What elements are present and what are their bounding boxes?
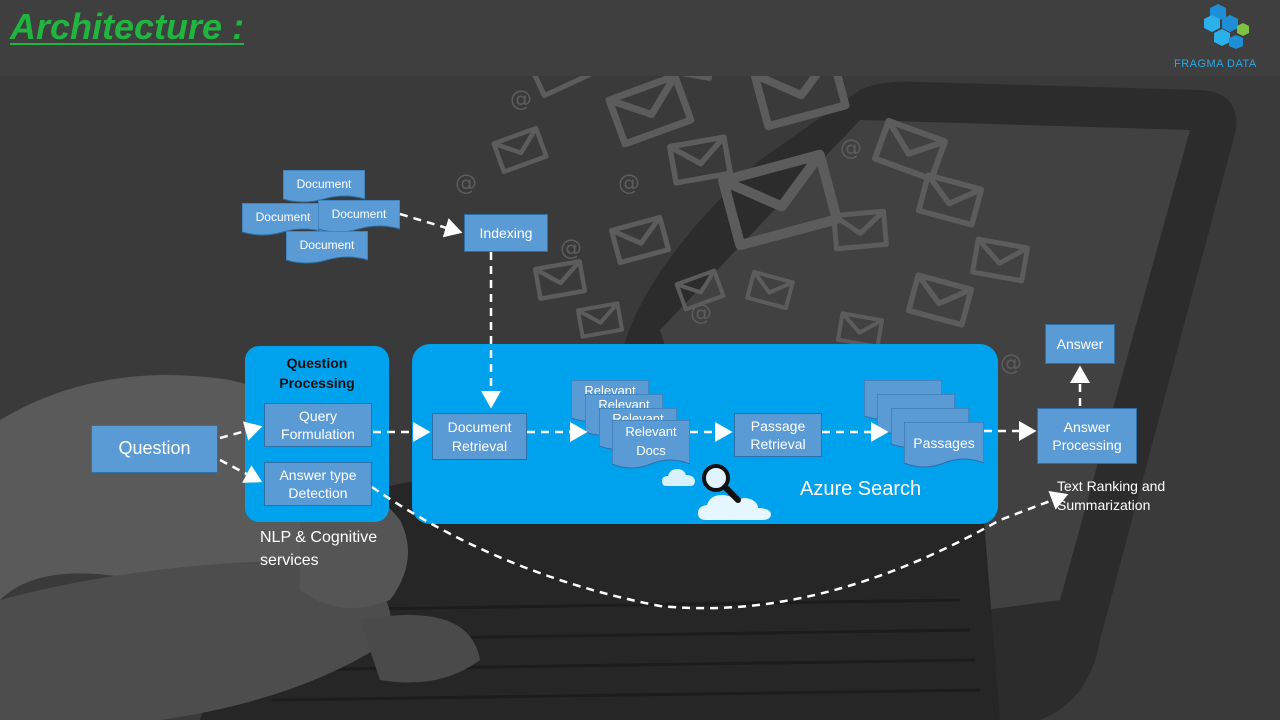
document-label: Document (331, 207, 387, 222)
envelope-icon (831, 208, 889, 252)
envelope-icon (969, 236, 1031, 284)
at-sign-icon: @ (840, 136, 862, 161)
page-title: Architecture : (10, 6, 245, 47)
envelope-icon (666, 134, 734, 186)
envelope-icon (745, 269, 795, 311)
envelope-icon (532, 259, 588, 301)
question-box: Question (91, 425, 218, 473)
at-sign-icon: @ (455, 171, 477, 196)
at-sign-icon: @ (690, 301, 712, 326)
envelope-icons: @ @ @ @ @ @ @ (455, 76, 1031, 376)
azure-search-label: Azure Search (800, 478, 922, 500)
passage-retrieval-box: Passage Retrieval (734, 413, 822, 457)
envelope-icon (750, 76, 850, 131)
envelope-icon (905, 272, 975, 328)
magnifier-icon (702, 464, 741, 503)
relevant-docs-label: Relevant Docs (625, 424, 677, 458)
document-label: Document (296, 177, 352, 192)
document-label: Document (299, 238, 355, 253)
passages-label: Passages (913, 434, 975, 451)
envelope-icon (609, 214, 671, 266)
envelope-icon (527, 76, 593, 99)
text-ranking-label: Text Ranking and Summarization (1057, 478, 1166, 513)
envelope-icon (575, 301, 625, 339)
at-sign-icon: @ (510, 87, 532, 112)
envelope-icon (674, 268, 726, 312)
answer-type-detection-box: Answer type Detection (264, 462, 372, 506)
indexing-box: Indexing (464, 214, 548, 252)
logo-text: FRAGMA DATA (1174, 58, 1257, 70)
envelope-icon (915, 172, 985, 228)
document-label: Document (255, 210, 311, 225)
document-retrieval-box: Document Retrieval (432, 413, 527, 460)
at-sign-icon: @ (560, 236, 582, 261)
envelope-icon (605, 76, 695, 148)
at-sign-icon: @ (1000, 351, 1022, 376)
passage-doc-shape (904, 422, 984, 468)
envelope-icon (662, 76, 718, 81)
question-processing-title: Question Processing (279, 355, 355, 391)
envelope-icon (491, 125, 549, 175)
cloud-icon (662, 469, 695, 486)
relevant-doc-shape (612, 420, 690, 469)
answer-box: Answer (1045, 324, 1115, 364)
hexagon-logo-icon (1204, 4, 1249, 49)
answer-processing-box: Answer Processing (1037, 408, 1137, 464)
document-shape (286, 231, 368, 264)
query-formulation-box: Query Formulation (264, 403, 372, 447)
header-bar: Architecture : (0, 0, 1280, 76)
document-shape (283, 170, 365, 203)
nlp-cognitive-label: NLP & Cognitive services (260, 529, 378, 570)
at-sign-icon: @ (618, 171, 640, 196)
